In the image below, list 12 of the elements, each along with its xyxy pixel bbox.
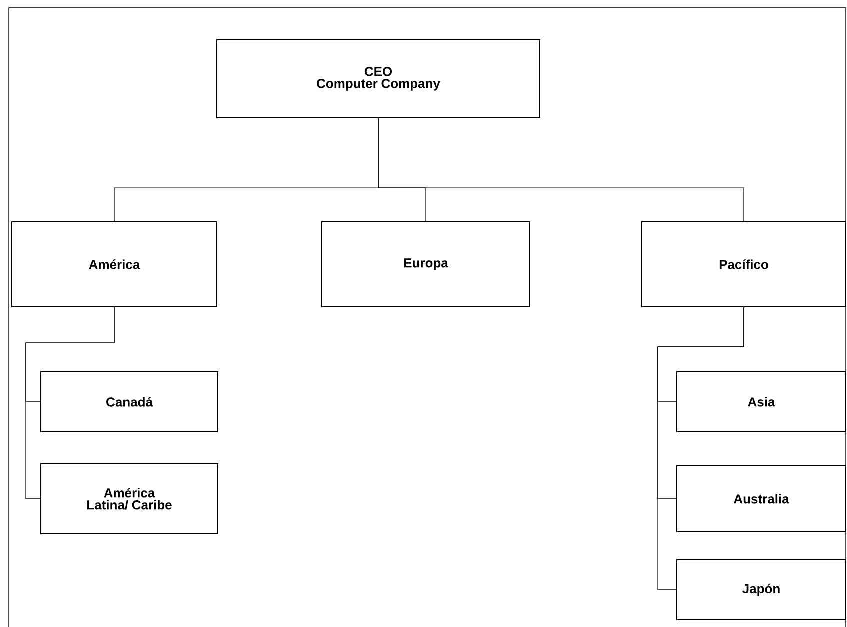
- connector-line: [26, 307, 115, 500]
- connector-line: [378, 118, 744, 222]
- org-box: Australia: [676, 465, 846, 532]
- org-box: Canadá: [40, 372, 218, 432]
- connector-line: [658, 307, 744, 590]
- org-box: Asia: [676, 372, 846, 432]
- org-box: América Latina/ Caribe: [40, 463, 218, 534]
- org-box: América: [12, 222, 218, 308]
- org-box: Pacífico: [642, 222, 846, 308]
- org-box: Europa: [322, 222, 530, 308]
- org-box: CEO Computer Company: [216, 40, 540, 118]
- org-box: Japón: [676, 559, 846, 620]
